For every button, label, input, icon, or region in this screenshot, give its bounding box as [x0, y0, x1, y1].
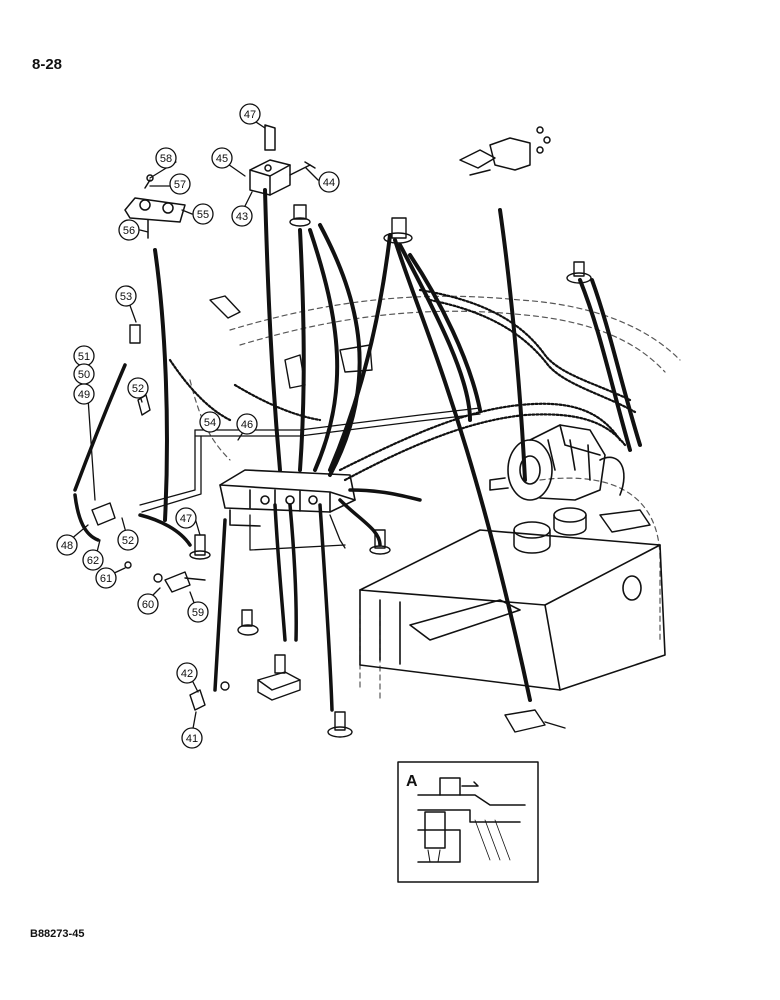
callout-44: 44 [318, 171, 340, 193]
callout-label: 41 [186, 733, 198, 745]
callout-61: 61 [95, 567, 117, 589]
callout-60: 60 [137, 593, 159, 615]
callout-48: 48 [56, 534, 78, 556]
callout-42: 42 [176, 662, 198, 684]
callout-55: 55 [192, 203, 214, 225]
callout-label: 62 [87, 555, 99, 567]
callout-label: 52 [132, 383, 144, 395]
callout-label: 42 [181, 668, 193, 680]
callout-label: 45 [216, 153, 228, 165]
lower-hoses [73, 363, 422, 712]
callout-label: 58 [160, 153, 172, 165]
callout-58: 58 [155, 147, 177, 169]
callout-59: 59 [187, 601, 209, 623]
callout-label: 51 [78, 351, 90, 363]
callout-45: 45 [211, 147, 233, 169]
callout-label: 54 [204, 417, 216, 429]
callout-53: 53 [115, 285, 137, 307]
callout-label: 52 [122, 535, 134, 547]
callout-41: 41 [181, 727, 203, 749]
hydraulic-tank [359, 529, 666, 691]
hydraulic-pump [489, 424, 625, 501]
page-number: 8-28 [32, 56, 63, 73]
callout-label: 57 [174, 179, 186, 191]
callout-50: 50 [73, 363, 95, 385]
callout-47: 47 [239, 103, 261, 125]
callout-54: 54 [199, 411, 221, 433]
callouts: 58 57 55 56 47 45 44 43 53 51 50 49 52 54 46 47 48 62 52 61… [56, 103, 340, 749]
callout-47: 47 [175, 507, 197, 529]
callout-56: 56 [118, 219, 140, 241]
callout-label: 56 [123, 225, 135, 237]
callout-62: 62 [82, 549, 104, 571]
callout-label: 48 [61, 540, 73, 552]
callout-label: 47 [244, 109, 256, 121]
callout-57: 57 [169, 173, 191, 195]
callout-label: 59 [192, 607, 204, 619]
detail-a-inset: A [397, 761, 539, 883]
hose-clamp [124, 174, 186, 239]
callout-52: 52 [117, 529, 139, 551]
callout-label: 43 [236, 211, 248, 223]
document-code: B88273-45 [30, 928, 85, 940]
callout-label: 61 [100, 573, 112, 585]
control-valve-bank [219, 469, 356, 527]
callout-label: 49 [78, 389, 90, 401]
callout-49: 49 [73, 383, 95, 405]
callout-label: 50 [78, 369, 90, 381]
callout-43: 43 [231, 205, 253, 227]
callout-label: 44 [323, 177, 335, 189]
callout-label: 53 [120, 291, 132, 303]
manifold-block [249, 124, 316, 196]
braided-hoses [168, 288, 637, 482]
callout-label: 55 [197, 209, 209, 221]
callout-label: 46 [241, 419, 253, 431]
fittings [91, 204, 592, 738]
callout-52: 52 [127, 377, 149, 399]
detail-label: A [406, 773, 418, 790]
callout-51: 51 [73, 345, 95, 367]
mounting-bracket [459, 126, 551, 176]
callout-label: 60 [142, 599, 154, 611]
callout-46: 46 [236, 413, 258, 435]
tank-filter-caps [513, 507, 651, 554]
callout-label: 47 [180, 513, 192, 525]
